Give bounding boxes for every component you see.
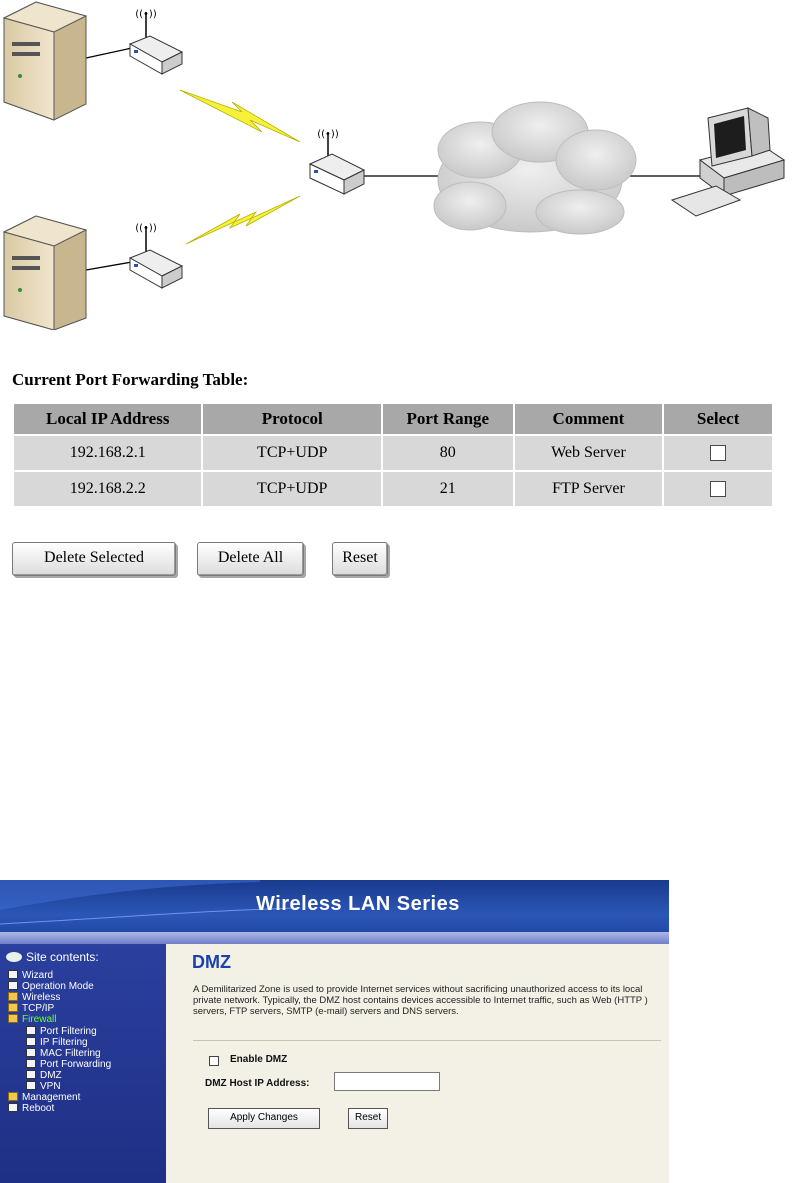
table-header-row: Local IP Address Protocol Port Range Com… [11, 402, 774, 436]
svg-text:((•)): ((•)) [317, 129, 339, 140]
sidebar-item-label: Management [22, 1092, 81, 1103]
banner: Wireless LAN Series [0, 880, 669, 944]
port-range-cell: 21 [381, 470, 515, 508]
sidebar-item-mac-filtering[interactable]: MAC Filtering [26, 1048, 101, 1059]
sidebar-item-label: Reboot [22, 1103, 55, 1114]
sidebar-item-label: Wireless [22, 992, 61, 1003]
enable-dmz-label: Enable DMZ [230, 1054, 288, 1065]
sidebar-item-dmz[interactable]: DMZ [26, 1070, 62, 1081]
internet-cloud-icon [433, 101, 637, 235]
local-ip-cell: 192.168.2.2 [11, 470, 204, 508]
select-checkbox[interactable] [710, 445, 727, 462]
network-diagram: ((•)) ((•)) ((•)) [2, 1, 786, 330]
page-icon [26, 1059, 36, 1068]
network-links [85, 47, 700, 271]
computer-icon [670, 107, 786, 217]
sidebar-item-label: Firewall [22, 1014, 57, 1025]
column-header-protocol: Protocol [201, 402, 383, 436]
column-header-port-range: Port Range [381, 402, 515, 436]
sidebar-item-vpn[interactable]: VPN [26, 1081, 61, 1092]
sidebar-item-wizard[interactable]: Wizard [8, 970, 53, 981]
page-icon [8, 981, 18, 990]
server-icon [2, 1, 88, 121]
page-icon [8, 1103, 18, 1112]
reset-button[interactable]: Reset [332, 542, 388, 576]
page-icon [26, 1070, 36, 1079]
select-checkbox[interactable] [710, 481, 727, 498]
comment-cell: Web Server [512, 434, 665, 472]
table-row: 192.168.2.2 TCP+UDP 21 FTP Server [11, 470, 774, 508]
column-header-select: Select [662, 402, 774, 436]
sidebar-item-label: TCP/IP [22, 1003, 55, 1014]
sidebar-item-reboot[interactable]: Reboot [8, 1103, 54, 1114]
sidebar-item-label: IP Filtering [40, 1037, 88, 1048]
port-forwarding-table: Local IP Address Protocol Port Range Com… [11, 402, 774, 508]
banner-strip [0, 932, 669, 944]
delete-selected-button[interactable]: Delete Selected [12, 542, 176, 576]
page-icon [8, 970, 18, 979]
sidebar-item-label: Port Filtering [40, 1026, 97, 1037]
access-point-icon: ((•)) [308, 129, 366, 195]
dmz-description: A Demilitarized Zone is used to provide … [193, 984, 648, 1017]
sidebar-item-port-filtering[interactable]: Port Filtering [26, 1026, 97, 1037]
delete-all-button[interactable]: Delete All [197, 542, 304, 576]
site-contents-label: Site contents: [26, 950, 99, 964]
folder-icon [8, 992, 18, 1001]
sidebar-item-label: Port Forwarding [40, 1059, 112, 1070]
sidebar-item-label: Wizard [22, 970, 54, 981]
table-row: 192.168.2.1 TCP+UDP 80 Web Server [11, 434, 774, 472]
column-header-comment: Comment [512, 402, 665, 436]
folder-icon [8, 1003, 18, 1012]
access-point-icon: ((•)) [128, 223, 184, 289]
sidebar-item-tcpip[interactable]: TCP/IP [8, 1003, 54, 1014]
sidebar-item-label: VPN [40, 1081, 61, 1092]
banner-decoration [0, 880, 301, 925]
comment-cell: FTP Server [512, 470, 665, 508]
server-icon [2, 215, 88, 330]
folder-open-icon [8, 1014, 18, 1023]
sidebar-item-management[interactable]: Management [8, 1092, 80, 1103]
sidebar-item-wireless[interactable]: Wireless [8, 992, 60, 1003]
page-title: DMZ [192, 952, 231, 972]
select-cell [662, 470, 774, 508]
router-dmz-screenshot: Wireless LAN Series Site contents: Wizar… [0, 880, 669, 1183]
sidebar-item-operation-mode[interactable]: Operation Mode [8, 981, 94, 992]
page-icon [26, 1081, 36, 1090]
sidebar-item-firewall[interactable]: Firewall [8, 1014, 56, 1025]
port-forwarding-table-title: Current Port Forwarding Table: [12, 370, 249, 389]
sidebar-item-label: DMZ [40, 1070, 62, 1081]
column-header-local-ip: Local IP Address [11, 402, 204, 436]
dmz-host-ip-input[interactable] [334, 1072, 440, 1091]
folder-icon [8, 1092, 18, 1101]
sidebar: Site contents: Wizard Operation Mode Wir… [0, 944, 166, 1183]
reset-button[interactable]: Reset [348, 1108, 389, 1129]
banner-title: Wireless LAN Series [256, 893, 460, 915]
port-range-cell: 80 [381, 434, 515, 472]
protocol-cell: TCP+UDP [201, 470, 383, 508]
globe-icon [6, 952, 22, 962]
main-content: DMZ A Demilitarized Zone is used to prov… [166, 944, 669, 1183]
svg-text:((•)): ((•)) [135, 223, 157, 234]
select-cell [662, 434, 774, 472]
divider [193, 1040, 661, 1041]
access-point-icon: ((•)) [128, 9, 184, 75]
wireless-link-icon [179, 89, 301, 245]
sidebar-item-label: MAC Filtering [40, 1048, 101, 1059]
page-icon [26, 1037, 36, 1046]
dmz-host-ip-label: DMZ Host IP Address: [205, 1078, 310, 1089]
site-contents-header: Site contents: [6, 950, 99, 964]
apply-changes-button[interactable]: Apply Changes [208, 1108, 320, 1129]
enable-dmz-checkbox[interactable] [209, 1056, 219, 1066]
local-ip-cell: 192.168.2.1 [11, 434, 204, 472]
protocol-cell: TCP+UDP [201, 434, 383, 472]
sidebar-item-ip-filtering[interactable]: IP Filtering [26, 1037, 88, 1048]
page-icon [26, 1048, 36, 1057]
page-icon [26, 1026, 36, 1035]
svg-text:((•)): ((•)) [135, 9, 157, 20]
sidebar-item-port-forwarding[interactable]: Port Forwarding [26, 1059, 111, 1070]
sidebar-item-label: Operation Mode [22, 981, 94, 992]
